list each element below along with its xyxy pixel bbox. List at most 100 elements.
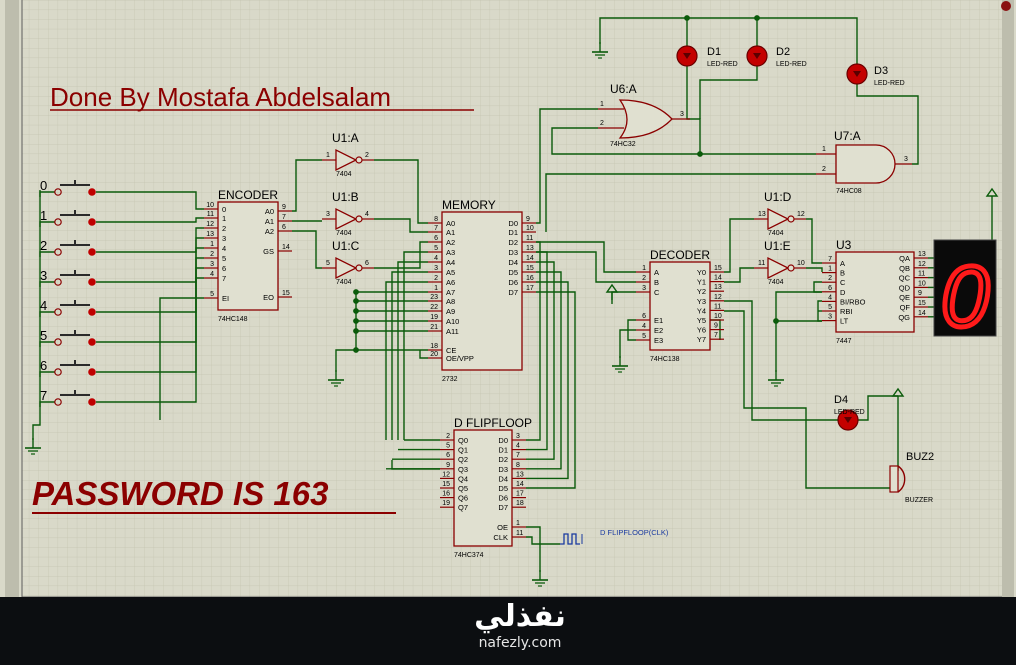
pin-label: A6 xyxy=(446,278,455,287)
buzzer-part: BUZZER xyxy=(905,497,933,504)
led-name: D2 xyxy=(776,46,790,58)
pin-label: E1 xyxy=(654,316,663,325)
switch-contact-left xyxy=(54,278,62,286)
pin-number: 8 xyxy=(516,462,520,469)
memory-chip-body xyxy=(441,211,523,371)
pin-label: QF xyxy=(900,303,911,312)
inverter-gate xyxy=(754,256,806,280)
pin-number: 11 xyxy=(714,303,721,310)
pin-number: 18 xyxy=(430,343,438,350)
sheet-corner-marker xyxy=(1001,1,1011,11)
or-gate-body xyxy=(618,99,673,139)
inv-d-to-bcd xyxy=(806,218,822,264)
pin-number: 13 xyxy=(526,245,534,252)
inverter-part: 7404 xyxy=(336,171,352,178)
pin-number: 7 xyxy=(714,332,718,339)
pin-number: 23 xyxy=(430,294,438,301)
push-switch xyxy=(54,240,96,256)
pin-number: 7 xyxy=(434,225,438,232)
switch-contact-right xyxy=(88,188,96,196)
pin-number: 7 xyxy=(516,452,520,459)
push-switch xyxy=(54,180,96,196)
pin-label: A7 xyxy=(446,288,455,297)
decoder-chip-title: DECODER xyxy=(650,248,710,262)
memory-chip-title: MEMORY xyxy=(442,198,496,212)
decoder-chip xyxy=(636,261,724,351)
led xyxy=(676,45,698,67)
mem-to-ff-wire xyxy=(526,271,562,470)
clock-label: D FLIPFLOOP(CLK) xyxy=(600,528,669,537)
pin-number: 6 xyxy=(365,260,369,267)
pin-number: 2 xyxy=(822,166,826,173)
pin-number: 6 xyxy=(282,224,286,231)
pin-number: 2 xyxy=(446,433,450,440)
encoder-a2-wire xyxy=(292,230,322,269)
mem-d0-to-or xyxy=(536,108,598,224)
pin-label: 5 xyxy=(222,254,226,263)
pin-number: 15 xyxy=(918,300,926,307)
pin-number: 13 xyxy=(516,471,524,478)
pin-number: 11 xyxy=(516,530,523,537)
led-name: D1 xyxy=(707,46,721,58)
inverter-gate xyxy=(754,207,806,231)
pin-number: 3 xyxy=(210,261,214,268)
power-arrow xyxy=(985,187,999,197)
pin-label: B xyxy=(654,278,659,287)
power-symbol xyxy=(891,387,905,408)
or-gate xyxy=(598,99,690,139)
pin-label: Q2 xyxy=(458,455,468,464)
pin-label: D1 xyxy=(508,228,518,237)
switch-contact-left xyxy=(54,368,62,376)
pin-label: E3 xyxy=(654,336,663,345)
switch-contact-left xyxy=(54,248,62,256)
inverter-triangle xyxy=(767,207,790,231)
pin-label: 0 xyxy=(222,205,226,214)
pin-label: Y6 xyxy=(697,326,706,335)
switch-label: 1 xyxy=(40,208,47,223)
led-diode-icon xyxy=(753,53,761,59)
pin-label: A0 xyxy=(446,219,455,228)
switch-to-encoder-wire xyxy=(96,277,204,403)
wire-junction xyxy=(684,15,690,21)
watermark: نفذلي nafezly.com xyxy=(440,600,600,658)
pin-number: 5 xyxy=(642,333,646,340)
pin-number: 13 xyxy=(206,231,214,238)
display-digit: 0 xyxy=(941,249,989,345)
switch-label: 7 xyxy=(40,388,47,403)
seven-segment-display: 0 xyxy=(933,239,997,348)
encoder-chip-body xyxy=(217,201,279,311)
pin-label: 6 xyxy=(222,264,226,273)
pin-number: 11 xyxy=(758,260,765,267)
push-switch xyxy=(54,300,96,316)
switch-label: 0 xyxy=(40,178,47,193)
pin-number: 15 xyxy=(442,481,450,488)
pin-label: Q7 xyxy=(458,503,468,512)
inverter-name: U1:A xyxy=(332,131,359,145)
pin-number: 13 xyxy=(758,211,766,218)
pin-number: 3 xyxy=(434,265,438,272)
pin-number: 9 xyxy=(282,204,286,211)
mem-d3-to-dec xyxy=(536,251,636,283)
pin-number: 12 xyxy=(442,471,450,478)
mem-to-ff-wire xyxy=(526,261,555,460)
pin-number: 2 xyxy=(828,275,832,282)
pin-number: 5 xyxy=(828,304,832,311)
pin-number: 18 xyxy=(516,500,524,507)
pin-number: 11 xyxy=(526,235,533,242)
inverter-part: 7404 xyxy=(336,279,352,286)
pin-label: Y2 xyxy=(697,287,706,296)
buzzer-body xyxy=(889,465,899,493)
inverter-part: 7404 xyxy=(768,279,784,286)
inv-a-to-mem xyxy=(374,159,428,224)
flipflop-chip xyxy=(440,429,526,547)
pin-number: 10 xyxy=(918,280,926,287)
bcd-decoder-chip-body xyxy=(835,251,915,333)
or-in2-wire xyxy=(551,127,816,155)
switch-contact-left xyxy=(54,308,62,316)
dec-e2-ground xyxy=(619,329,636,358)
pin-number: 9 xyxy=(918,290,922,297)
inverter-triangle xyxy=(767,256,790,280)
switch-label: 5 xyxy=(40,328,47,343)
power-symbol xyxy=(985,187,999,208)
